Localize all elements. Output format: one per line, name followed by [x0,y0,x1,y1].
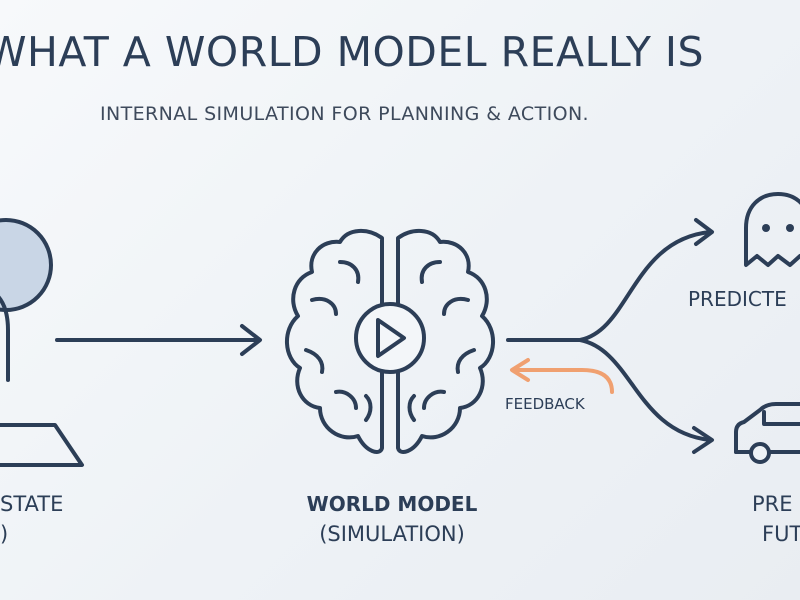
page-title: WHAT A WORLD MODEL REALLY IS [0,28,705,76]
car-icon [734,402,800,464]
world-model-label: WORLD MODEL [306,492,478,516]
world-model-sublabel: (SIMULATION) [319,522,465,546]
predicted-bottom-label-line1: PRE [752,492,793,516]
feedback-arrow [510,358,614,394]
output-branch-arrows [506,218,714,454]
input-to-model-arrow [55,324,262,356]
predicted-top-label: PREDICTE [688,287,787,311]
input-label-line2: ) [0,522,9,546]
input-label-line1: STATE [0,492,64,516]
predicted-bottom-label-line2: FUT [762,522,800,546]
page-subtitle: INTERNAL SIMULATION FOR PLANNING & ACTIO… [100,103,589,125]
feedback-label: FEEDBACK [505,395,585,413]
head-silhouette-icon [0,218,84,467]
ghost-icon [744,192,800,267]
brain-play-icon [284,229,496,454]
